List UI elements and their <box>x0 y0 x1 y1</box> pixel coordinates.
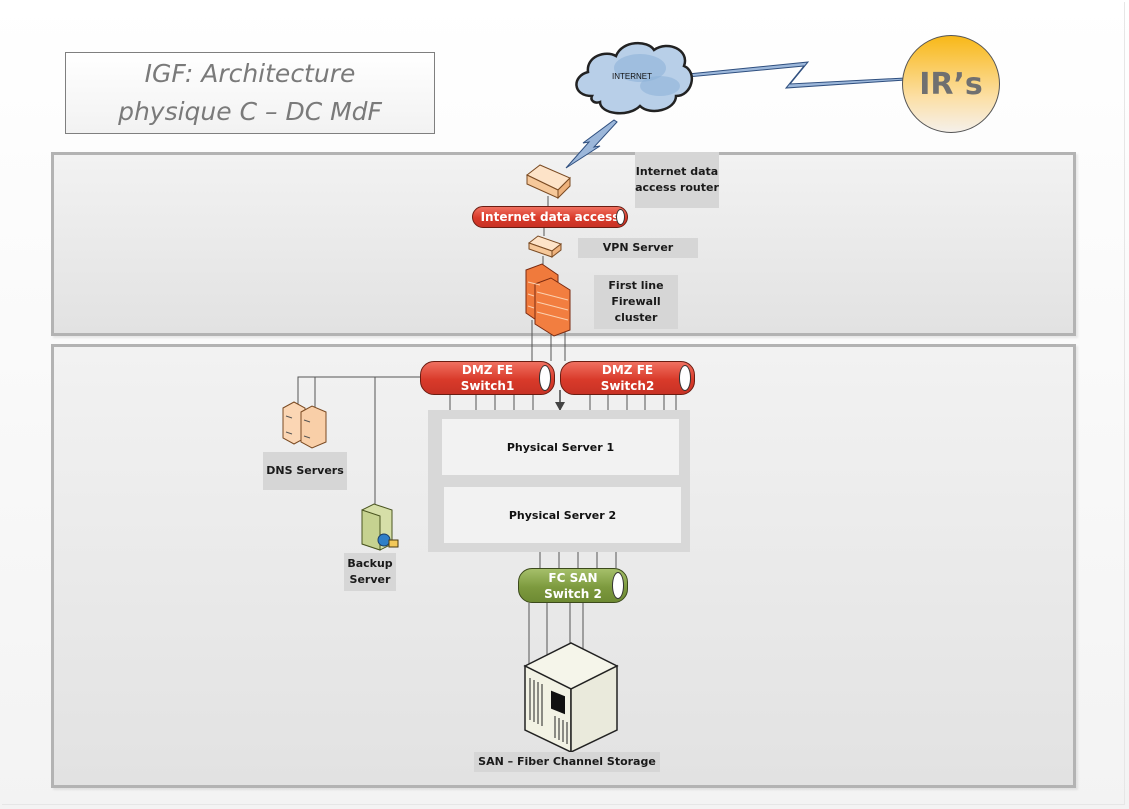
internet-cloud-icon <box>575 42 694 115</box>
dmz-fe-switch2-label: DMZ FE Switch2 <box>600 363 655 393</box>
physical-server-1: Physical Server 1 <box>442 419 679 475</box>
router-label: Internet data access router <box>635 152 719 208</box>
dmz-fe-switch1-label: DMZ FE Switch1 <box>460 363 515 393</box>
fc-san-switch: FC SAN Switch 2 <box>518 568 628 603</box>
physical-server-2: Physical Server 2 <box>444 487 681 543</box>
server-to-fc-ports <box>539 552 617 568</box>
internet-cloud-label: INTERNET <box>612 72 652 81</box>
ir-partner-node: IR’s <box>902 35 1000 133</box>
vpn-server-icon <box>527 235 563 259</box>
dns-servers-label: DNS Servers <box>263 452 347 490</box>
physical-server-1-label: Physical Server 1 <box>506 440 615 454</box>
dmz-fe-switch2: DMZ FE Switch2 <box>560 361 695 395</box>
physical-server-2-label: Physical Server 2 <box>508 508 617 522</box>
server-rack: Physical Server 1 Physical Server 2 <box>428 410 690 552</box>
diagram-title: IGF: Architecture physique C – DC MdF <box>118 59 382 126</box>
vpn-server-label: VPN Server <box>578 238 698 258</box>
backup-server-label: Backup Server <box>344 553 396 591</box>
san-storage-label: SAN – Fiber Channel Storage <box>474 752 660 772</box>
wan-link-router <box>565 119 618 169</box>
router-icon <box>526 164 571 200</box>
fc-san-switch-label: FC SAN Switch 2 <box>544 570 602 601</box>
dmz-fe-switch1: DMZ FE Switch1 <box>420 361 555 395</box>
backup-server-icon <box>361 503 399 551</box>
dns-servers-icon <box>282 401 327 449</box>
switch1-ports <box>449 394 534 410</box>
fc-to-storage-links <box>528 603 584 668</box>
internet-data-access-switch: Internet data access <box>472 206 628 228</box>
dns-link-1 <box>297 376 420 404</box>
firewall-icon <box>525 263 571 337</box>
arrow-head <box>555 402 565 411</box>
firewall-label: First line Firewall cluster <box>594 275 678 329</box>
wan-link-ir <box>687 61 906 89</box>
internet-data-access-label: Internet data access <box>480 210 620 224</box>
san-storage-icon <box>523 642 619 754</box>
switch2-ports <box>589 394 677 410</box>
diagram-title-box: IGF: Architecture physique C – DC MdF <box>65 52 435 134</box>
ir-partner-label: IR’s <box>919 66 983 102</box>
